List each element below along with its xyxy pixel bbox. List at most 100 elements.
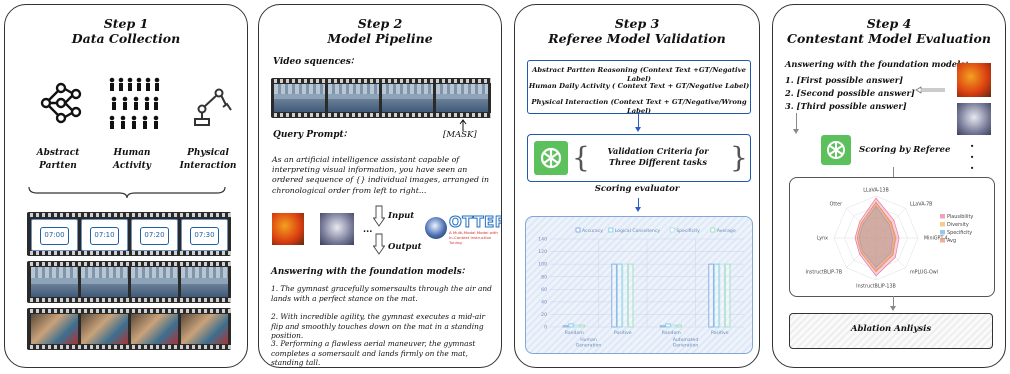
group-label: Generation bbox=[576, 343, 602, 349]
legend-label: Accuracy bbox=[582, 228, 603, 234]
radar-series-area bbox=[856, 201, 897, 273]
dragon-character-image bbox=[957, 63, 991, 97]
y-tick-label: 0 bbox=[544, 325, 547, 331]
radar-series-area bbox=[858, 205, 894, 268]
step1-title: Step 1 bbox=[103, 16, 149, 31]
legend-swatch bbox=[669, 227, 675, 233]
criteria-text: Validation Criteria for Three Different … bbox=[607, 146, 709, 167]
group-label: Human bbox=[580, 337, 597, 343]
step2-title: Step 2 bbox=[357, 16, 403, 31]
category-label-physical: Physical Interaction bbox=[179, 148, 237, 171]
connector-line bbox=[796, 113, 797, 131]
chatgpt-logo-icon bbox=[821, 135, 851, 165]
radar-legend-label: Avg bbox=[947, 238, 956, 244]
group-label: Generation bbox=[673, 343, 699, 349]
dragon-character-image bbox=[272, 213, 304, 245]
bar bbox=[627, 263, 634, 328]
clock-face: 07:10 bbox=[90, 227, 119, 245]
left-arrow-icon bbox=[915, 86, 945, 94]
people-activity-icon bbox=[109, 77, 160, 129]
step3-subtitle: Referee Model Validation bbox=[548, 31, 726, 46]
radar-axis-label: LLaVA-7B bbox=[910, 202, 933, 208]
step1-panel: Step 1 Data Collection bbox=[4, 4, 248, 368]
clock-face: 07:30 bbox=[190, 227, 219, 245]
bar bbox=[562, 325, 569, 328]
output-arrow-icon bbox=[373, 233, 385, 255]
radar-axis-label: InstructBLIP-13B bbox=[856, 284, 896, 290]
y-tick-label: 80 bbox=[541, 274, 547, 280]
ablation-label: Ablation Anliysis bbox=[850, 324, 932, 334]
step3-panel: Step 3 Referee Model Validation Abstract… bbox=[514, 4, 760, 368]
down-arrow-1-head bbox=[635, 127, 641, 132]
input-label: Input bbox=[388, 211, 415, 221]
radar-legend-swatch bbox=[940, 230, 945, 235]
step3-title: Step 3 bbox=[614, 16, 660, 31]
answer-1: 1. The gymnast gracefully somersaults th… bbox=[271, 284, 492, 303]
bar bbox=[659, 325, 666, 328]
output-label: Output bbox=[388, 242, 422, 252]
video-sequences-label: Video squences∶ bbox=[273, 57, 354, 67]
task-item: Human Daily Activity ( Context Text + GT… bbox=[528, 82, 750, 90]
query-prompt-label: Query Prompt∶ bbox=[273, 130, 347, 140]
radar-axis-label: Lynx bbox=[817, 236, 828, 242]
scoring-evaluator-label: Scoring evaluator bbox=[594, 184, 680, 194]
x-tick-label: Random bbox=[662, 330, 682, 336]
clock-face: 07:20 bbox=[140, 227, 169, 245]
curly-brace bbox=[28, 186, 226, 199]
y-tick-label: 40 bbox=[541, 299, 547, 305]
connector-head bbox=[793, 129, 799, 134]
step4-title: Step 4 bbox=[866, 16, 912, 31]
robot-arm-icon bbox=[194, 88, 232, 126]
radar-chart: LLaVA-13BLLaVA-7BMiniGPT-4mPLUG-OwlInstr… bbox=[805, 188, 973, 290]
answer-2: 2. With incredible agility, the gymnast … bbox=[271, 312, 486, 341]
answer-label-step4: Answering with the foundation models∶ bbox=[785, 59, 968, 69]
legend-swatch bbox=[608, 227, 614, 233]
step4-subtitle: Contestant Model Evaluation bbox=[787, 31, 991, 46]
radar-legend-label: Specificity bbox=[947, 230, 972, 236]
left-brace: { bbox=[572, 141, 590, 174]
down-arrow-2 bbox=[638, 198, 639, 208]
clock-film-strip: 07:00 07:10 07:20 07:30 bbox=[27, 212, 231, 256]
category-label-human: Human Activity bbox=[112, 148, 152, 171]
task-item: Abstract Partten Reasoning (Context Text… bbox=[532, 66, 746, 83]
bar bbox=[719, 263, 725, 328]
answer-2-step4: 2. [Second possible answer] bbox=[785, 88, 915, 98]
bar bbox=[622, 263, 628, 328]
legend-swatch bbox=[575, 227, 581, 233]
step2-panel: Step 2 Model Pipeline Video squences∶ [M… bbox=[258, 4, 502, 368]
ellipsis: ... bbox=[363, 225, 373, 235]
ablation-analysis-box: Ablation Anliysis bbox=[789, 313, 993, 349]
task-item: Physical Interaction (Context Text + GT/… bbox=[531, 98, 747, 115]
answer-label: Answering with the foundation models∶ bbox=[271, 267, 465, 277]
down-arrow-1 bbox=[638, 114, 639, 128]
cartoon-film-strip bbox=[27, 308, 231, 350]
group-label: Automated bbox=[673, 337, 699, 343]
y-tick-label: 60 bbox=[541, 287, 547, 293]
gym-video-film-strip bbox=[27, 261, 231, 303]
radar-legend-swatch bbox=[940, 222, 945, 227]
y-tick-label: 20 bbox=[541, 312, 547, 318]
radar-series-area bbox=[854, 197, 900, 277]
radar-axis-label: LLaVA-13B bbox=[863, 188, 889, 194]
cat-character-image bbox=[320, 213, 354, 245]
step4-panel: Step 4 Contestant Model Evaluation Answe… bbox=[772, 4, 1006, 368]
legend-label: Logical Consistency bbox=[615, 228, 661, 234]
y-tick-label: 100 bbox=[538, 262, 547, 268]
mask-arrow-icon bbox=[459, 119, 467, 131]
bar bbox=[611, 263, 617, 328]
x-tick-label: Positive bbox=[614, 330, 632, 336]
otter-description: A Multi-Modal Model with In-Context Inst… bbox=[449, 230, 498, 245]
radar-legend-label: Diversity bbox=[947, 222, 969, 228]
task-list-box: Abstract Partten Reasoning (Context Text… bbox=[527, 60, 751, 115]
bar bbox=[573, 324, 580, 328]
answer-1-step4: 1. [First possible answer] bbox=[785, 75, 904, 85]
cat-character-image bbox=[957, 103, 991, 135]
clock-face: 07:00 bbox=[40, 227, 69, 245]
radar-legend-label: Plausibility bbox=[947, 214, 973, 220]
bar bbox=[676, 324, 682, 328]
bar bbox=[616, 263, 623, 328]
query-prompt-text: As an artificial intelligence assistant … bbox=[272, 155, 490, 195]
connector-head-3 bbox=[890, 306, 896, 311]
